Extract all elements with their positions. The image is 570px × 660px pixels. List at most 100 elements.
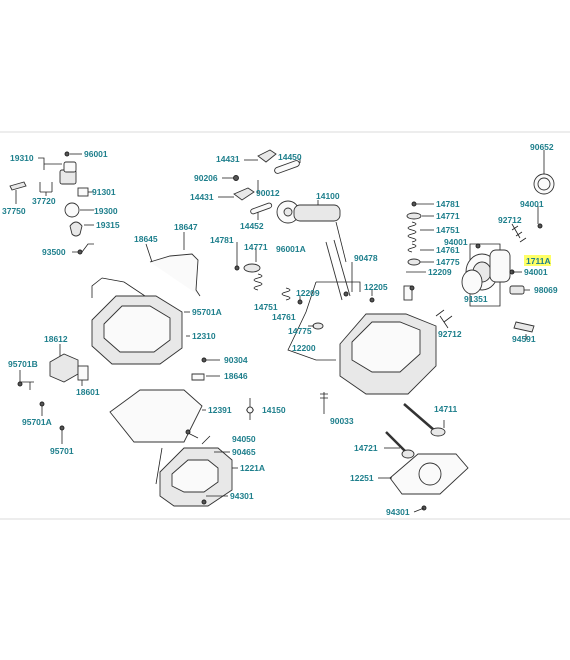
label-14751b[interactable]: 14751 xyxy=(436,225,460,235)
label-95701B[interactable]: 95701B xyxy=(8,359,38,369)
label-14721[interactable]: 14721 xyxy=(354,443,378,453)
label-91351[interactable]: 91351 xyxy=(464,294,488,304)
seal-12209 xyxy=(297,299,303,305)
label-14150[interactable]: 14150 xyxy=(262,405,286,415)
clip-93500 xyxy=(77,249,83,255)
label-12209[interactable]: 12209 xyxy=(296,288,320,298)
label-90304[interactable]: 90304 xyxy=(224,355,248,365)
rocker-arm-14431b xyxy=(233,187,255,201)
label-94001-top[interactable]: 94001 xyxy=(520,199,544,209)
label-14761b[interactable]: 14761 xyxy=(436,245,460,255)
label-90465[interactable]: 90465 xyxy=(232,447,256,457)
rocker-arm-14431a xyxy=(257,149,277,163)
label-14431a[interactable]: 14431 xyxy=(216,154,240,164)
label-18645[interactable]: 18645 xyxy=(134,234,158,244)
label-14711[interactable]: 14711 xyxy=(434,404,457,414)
cotter-14781b xyxy=(411,201,417,207)
label-37750[interactable]: 37750 xyxy=(2,206,26,216)
label-94301-left[interactable]: 94301 xyxy=(230,491,254,501)
plug-12205 xyxy=(369,297,375,303)
label-12391[interactable]: 12391 xyxy=(208,405,232,415)
label-96001[interactable]: 96001 xyxy=(84,149,108,159)
label-98069[interactable]: 98069 xyxy=(534,285,558,295)
stud-bolt-a xyxy=(325,241,343,301)
plug-18601 xyxy=(77,365,89,381)
label-12251[interactable]: 12251 xyxy=(350,473,374,483)
shaft-14450 xyxy=(274,160,300,174)
valve-spring-right xyxy=(406,150,555,291)
bolt-95701B xyxy=(17,381,23,387)
label-91301[interactable]: 91301 xyxy=(92,187,116,197)
label-19315[interactable]: 19315 xyxy=(96,220,120,230)
label-18612[interactable]: 18612 xyxy=(44,334,68,344)
label-90033[interactable]: 90033 xyxy=(330,416,354,426)
label-14100[interactable]: 14100 xyxy=(316,191,340,201)
label-90478[interactable]: 90478 xyxy=(354,253,378,263)
label-14775a[interactable]: 14775 xyxy=(288,326,312,336)
label-18601[interactable]: 18601 xyxy=(76,387,100,397)
label-14771a[interactable]: 14771 xyxy=(244,242,268,252)
gasket-94591 xyxy=(513,321,535,333)
label-95701[interactable]: 95701 xyxy=(50,446,74,456)
label-95701A-left[interactable]: 95701A xyxy=(22,417,52,427)
highlight-1711A xyxy=(524,255,551,266)
label-93500[interactable]: 93500 xyxy=(42,247,66,257)
thermostat-group xyxy=(9,151,94,255)
label-18646[interactable]: 18646 xyxy=(224,371,248,381)
leader-94301b xyxy=(413,507,425,513)
gasket-19315 xyxy=(69,221,83,237)
label-19310[interactable]: 19310 xyxy=(10,153,34,163)
label-14781a[interactable]: 14781 xyxy=(210,235,234,245)
dowel-90033 xyxy=(320,393,328,399)
head-cover-top xyxy=(103,305,171,353)
label-94301-right[interactable]: 94301 xyxy=(386,507,410,517)
label-92712-bottom[interactable]: 92712 xyxy=(438,329,462,339)
gasket-bore xyxy=(418,462,442,486)
label-90012[interactable]: 90012 xyxy=(256,188,280,198)
spring-14751a xyxy=(253,273,263,291)
oil-pipe-18647 xyxy=(149,253,201,297)
label-92712-top[interactable]: 92712 xyxy=(498,215,522,225)
label-94001-right[interactable]: 94001 xyxy=(524,267,548,277)
label-94001-mid[interactable]: 94001 xyxy=(444,237,468,247)
label-95701A-top[interactable]: 95701A xyxy=(192,307,222,317)
bolt-95701Ab xyxy=(39,401,45,407)
label-14452[interactable]: 14452 xyxy=(240,221,264,231)
sprocket-hub xyxy=(283,207,293,217)
label-12310[interactable]: 12310 xyxy=(192,331,216,341)
stud-bolt-b xyxy=(333,239,351,297)
label-12209-right[interactable]: 12209 xyxy=(428,267,452,277)
label-1711A[interactable]: 1711A xyxy=(526,256,551,266)
label-1221A[interactable]: 1221A xyxy=(240,463,265,473)
label-90652[interactable]: 90652 xyxy=(530,142,554,152)
spark-plug xyxy=(403,285,413,301)
label-14775b[interactable]: 14775 xyxy=(436,257,460,267)
label-12205[interactable]: 12205 xyxy=(364,282,388,292)
label-94050[interactable]: 94050 xyxy=(232,434,256,444)
label-96001A[interactable]: 96001A xyxy=(276,244,306,254)
head-inner xyxy=(351,321,421,373)
bolt-96001 xyxy=(64,151,70,157)
label-19300[interactable]: 19300 xyxy=(94,206,118,216)
label-18647[interactable]: 18647 xyxy=(174,222,198,232)
spring-14761b xyxy=(407,243,417,253)
pipe-37750 xyxy=(9,181,27,191)
bolt-95701 xyxy=(59,425,65,431)
seat-14775b xyxy=(407,258,421,266)
retainer-14771a xyxy=(243,263,261,273)
label-14431b[interactable]: 14431 xyxy=(190,192,214,202)
label-14771b[interactable]: 14771 xyxy=(436,211,460,221)
bolt-94301a xyxy=(201,499,207,505)
label-37720[interactable]: 37720 xyxy=(32,196,56,206)
label-14761a[interactable]: 14761 xyxy=(272,312,296,322)
label-14781b[interactable]: 14781 xyxy=(436,199,460,209)
label-94591[interactable]: 94591 xyxy=(512,334,536,344)
gasket-12391 xyxy=(109,389,203,443)
label-14751a[interactable]: 14751 xyxy=(254,302,278,312)
valve-gasket-group xyxy=(378,403,469,513)
sensor-91301 xyxy=(77,187,89,197)
label-90206[interactable]: 90206 xyxy=(194,173,218,183)
label-14450[interactable]: 14450 xyxy=(278,152,302,162)
label-12200[interactable]: 12200 xyxy=(292,343,316,353)
